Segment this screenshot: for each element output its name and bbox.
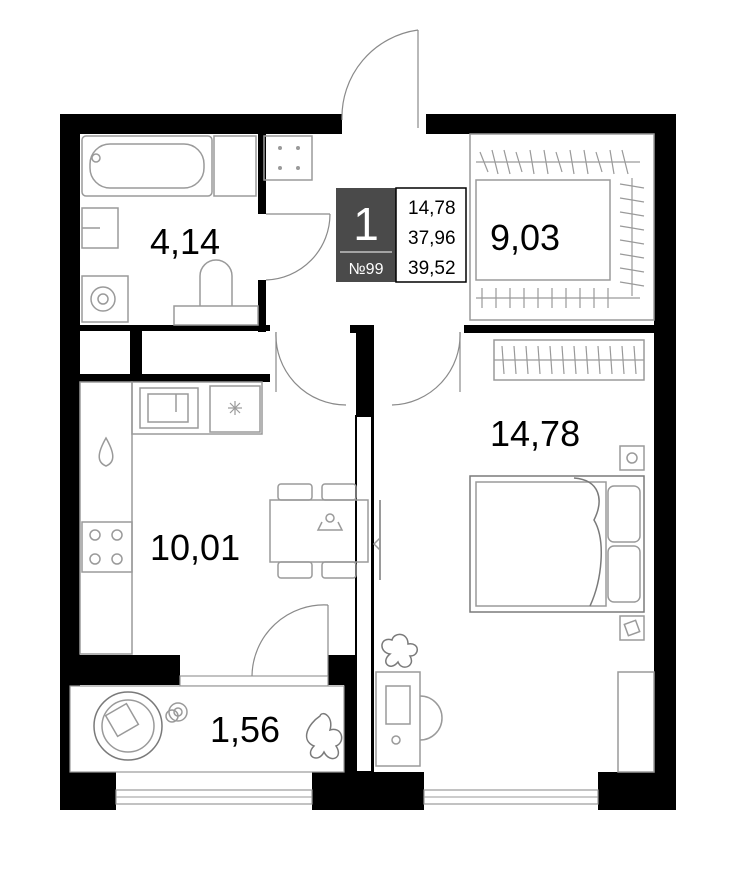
- rooms-count: 1: [353, 198, 379, 250]
- walls: [60, 114, 676, 810]
- balcony-fixtures: [93, 691, 343, 761]
- windows: [115, 675, 599, 805]
- apartment-number: №99: [349, 261, 384, 278]
- bathroom-area: 4,14: [150, 221, 220, 262]
- bedroom-area: 14,78: [490, 413, 580, 454]
- apartment-badge: 1 №99 14,78 37,96 39,52: [336, 187, 467, 283]
- bedroom-fixtures: [372, 339, 655, 773]
- total-area-with-balcony: 39,52: [408, 258, 456, 279]
- wardrobe-fixtures: [469, 133, 655, 321]
- living-area: 14,78: [408, 198, 456, 219]
- kitchen-area: 10,01: [150, 527, 240, 568]
- bathroom-fixtures: [81, 135, 313, 326]
- wardrobe-area: 9,03: [490, 217, 560, 258]
- doors: [251, 29, 461, 677]
- kitchen-fixtures: [79, 381, 369, 655]
- balcony-area: 1,56: [210, 709, 280, 750]
- balcony-outline: [69, 685, 345, 773]
- total-area: 37,96: [408, 228, 456, 249]
